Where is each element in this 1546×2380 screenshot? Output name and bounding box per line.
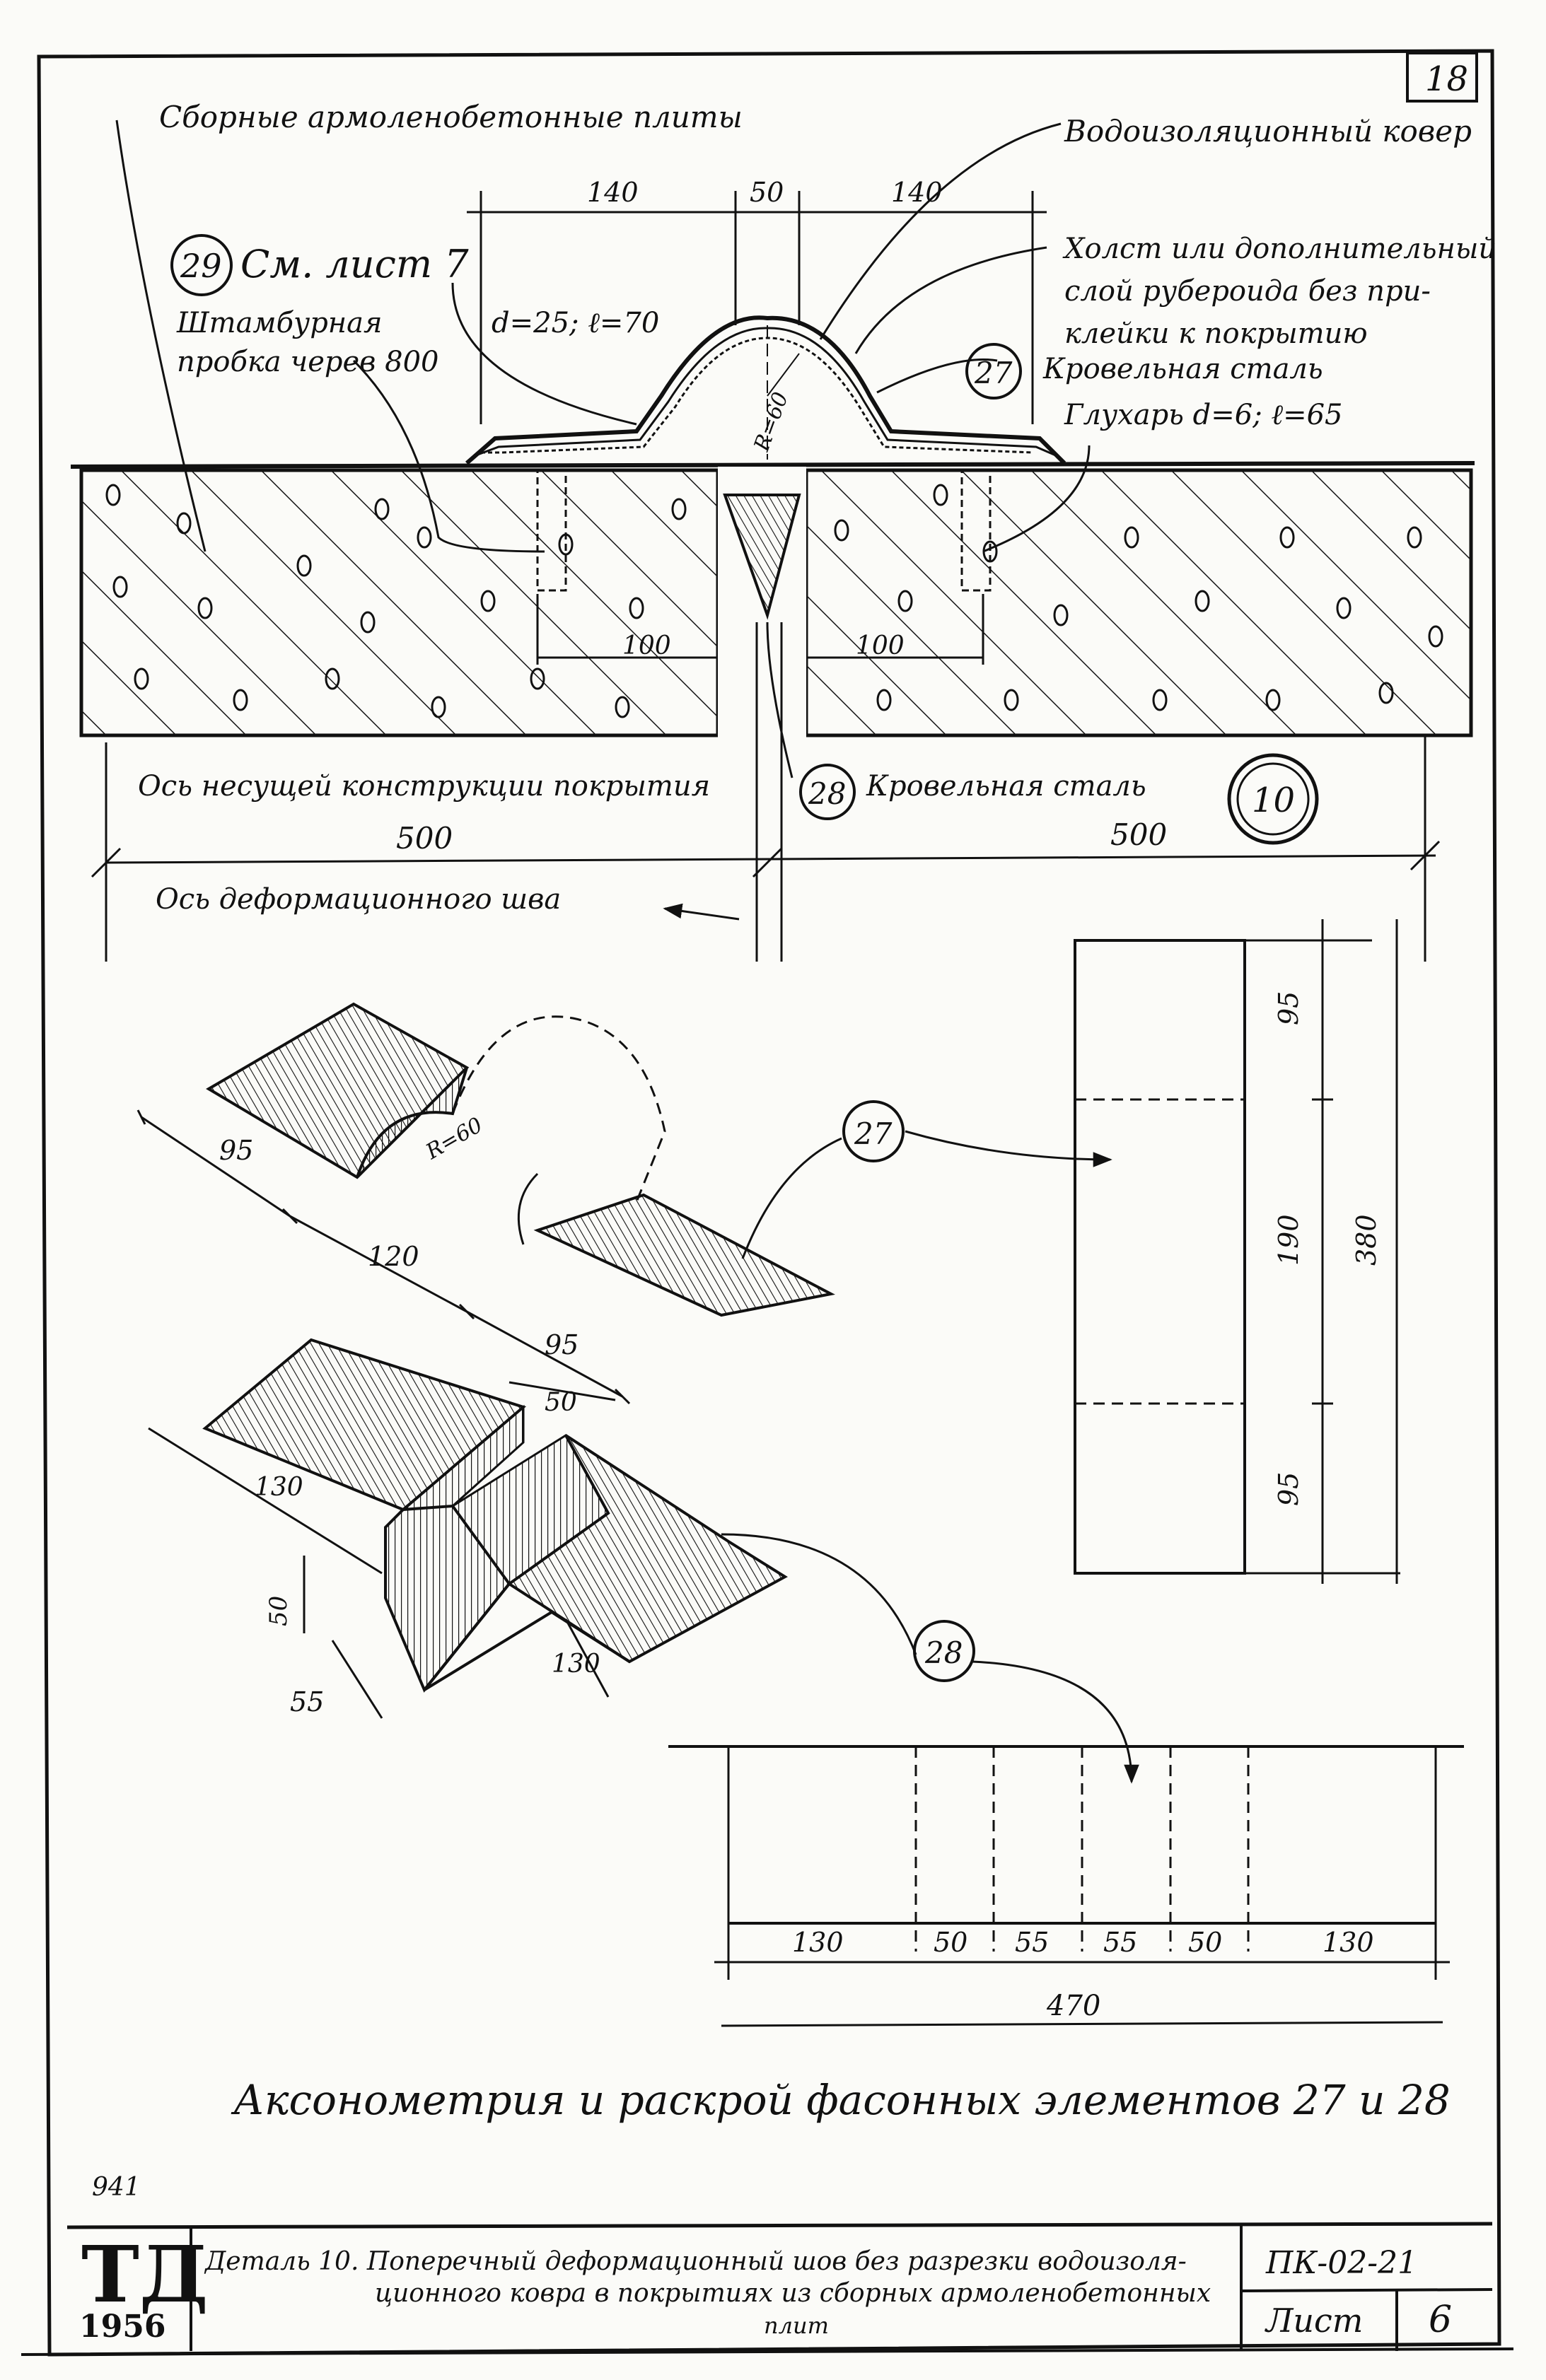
detail-number-circle: 10 [1227, 753, 1319, 845]
svg-text:95: 95 [545, 1329, 579, 1360]
svg-text:100: 100 [622, 631, 671, 660]
svg-text:R=60: R=60 [749, 389, 794, 455]
sheet-frame [21, 49, 1514, 2357]
label-canvas-3: клейки к покрытию [1064, 317, 1368, 350]
svg-text:R=60: R=60 [422, 1113, 487, 1165]
left-slab [79, 468, 720, 737]
dim-140-right: 140 [891, 177, 943, 208]
svg-text:28: 28 [808, 776, 846, 811]
label-precast-slabs: Сборные армоленобетонные плиты [159, 100, 743, 134]
label-axis-bearing: Ось несущей конструкции покрытия [138, 770, 710, 803]
svg-text:50: 50 [934, 1927, 967, 1958]
cut-pattern-27 [1074, 919, 1400, 1584]
svg-text:50: 50 [545, 1388, 577, 1417]
cut-pattern-28 [668, 1745, 1464, 2027]
svg-text:50: 50 [265, 1596, 293, 1626]
dim-140-left: 140 [587, 177, 639, 208]
label-dowel-2: пробка черев 800 [177, 346, 439, 378]
label-roof-steel-28: Кровельная сталь [866, 770, 1146, 803]
svg-text:120: 120 [368, 1241, 419, 1272]
aggregate-marks [105, 484, 1443, 718]
svg-text:470: 470 [1046, 1990, 1100, 2022]
label-see-sheet: См. лист 7 [240, 242, 469, 286]
svg-text:10: 10 [1252, 781, 1295, 820]
label-canvas-2: слой рубероида без при- [1064, 275, 1431, 308]
svg-text:95: 95 [1273, 991, 1304, 1025]
gap-filler [723, 494, 801, 620]
label-d-spec: d=25; ℓ=70 [492, 307, 659, 339]
svg-text:500: 500 [1110, 817, 1167, 852]
svg-text:55: 55 [1103, 1927, 1137, 1958]
title-line-2: ционного ковра в покрытиях из сборных ар… [375, 2279, 1211, 2308]
drawing-code: ПК-02-21 [1265, 2245, 1417, 2281]
year-stamp: 1956 [79, 2309, 165, 2345]
svg-text:95: 95 [1273, 1472, 1304, 1506]
label-nail: Глухарь d=6; ℓ=65 [1064, 399, 1343, 431]
ref-circle-27-top: 27 [965, 343, 1022, 399]
sheet-number-box: 18 [1406, 52, 1478, 103]
note-941: 941 [92, 2173, 141, 2202]
label-dowel-1: Штамбурная [176, 307, 383, 339]
fastener-left [536, 469, 567, 592]
right-slab [804, 468, 1473, 737]
svg-text:100: 100 [856, 631, 905, 660]
svg-text:18: 18 [1425, 59, 1468, 99]
label-canvas-1: Холст или дополнительный [1062, 233, 1496, 265]
svg-text:130: 130 [255, 1473, 303, 1502]
ref-circle-27-iso: 27 [842, 1100, 905, 1162]
svg-text:55: 55 [290, 1686, 324, 1717]
sheet-label: Лист [1265, 2302, 1363, 2340]
svg-text:130: 130 [552, 1650, 600, 1679]
title-line-1: Деталь 10. Поперечный деформационный шов… [204, 2247, 1187, 2276]
logo-td: ТД [81, 2229, 209, 2320]
dim-50: 50 [750, 177, 784, 208]
title-block [66, 2222, 1493, 2351]
svg-text:29: 29 [180, 247, 222, 285]
sheet-number: 6 [1429, 2299, 1452, 2341]
top-dimension-chain [467, 191, 1047, 424]
ref-circle-29: 29 [170, 234, 233, 296]
ref-circle-28-iso: 28 [913, 1620, 975, 1682]
iso-element-28: 50 130 50 130 55 28 [148, 1338, 1139, 1784]
label-axis-joint: Ось деформационного шва [156, 883, 561, 916]
svg-text:95: 95 [219, 1135, 253, 1166]
ref-circle-28-top: 28 [799, 764, 856, 820]
svg-text:50: 50 [1188, 1927, 1222, 1958]
iso-element-27: 95 120 95 R=60 27 [136, 1002, 1112, 1405]
label-roof-steel-27: Кровельная сталь [1042, 353, 1323, 385]
title-line-3: плит [764, 2312, 829, 2339]
svg-text:380: 380 [1351, 1214, 1382, 1266]
svg-text:190: 190 [1273, 1214, 1304, 1266]
svg-text:130: 130 [792, 1927, 844, 1958]
svg-text:55: 55 [1015, 1927, 1049, 1958]
svg-text:28: 28 [924, 1635, 963, 1670]
svg-text:130: 130 [1323, 1927, 1374, 1958]
fastener-right [960, 469, 992, 592]
section-detail: R=60 140 50 140 100 100 [70, 100, 1496, 962]
svg-text:500: 500 [396, 821, 453, 856]
svg-text:27: 27 [854, 1116, 893, 1151]
svg-text:27: 27 [974, 356, 1013, 390]
label-waterproof-carpet: Водоизоляционный ковер [1064, 114, 1472, 148]
axonometry-caption: Аксонометрия и раскрой фасонных элементо… [231, 2076, 1451, 2124]
